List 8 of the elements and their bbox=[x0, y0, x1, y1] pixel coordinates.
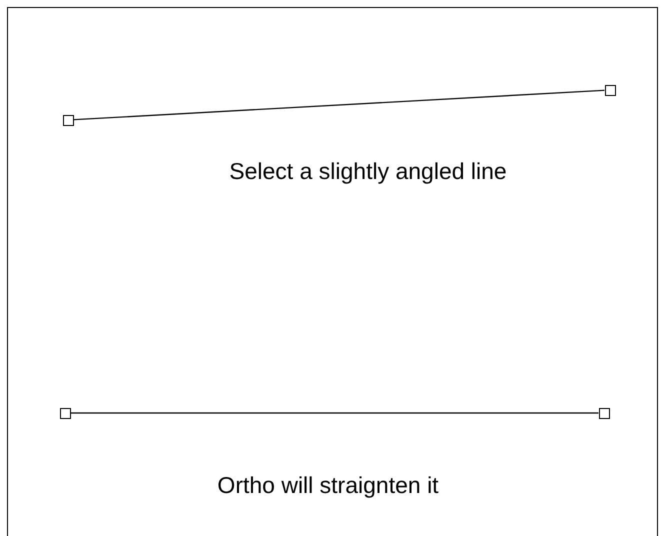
grip-handle bbox=[604, 84, 616, 96]
line bbox=[70, 412, 598, 414]
grip-handle bbox=[598, 408, 610, 418]
grip-handle bbox=[60, 408, 70, 418]
caption-text: Select a slightly angled line bbox=[229, 158, 507, 185]
line bbox=[73, 90, 605, 120]
caption-text: Ortho will straignten it bbox=[217, 472, 439, 499]
grip-handle bbox=[62, 114, 74, 126]
